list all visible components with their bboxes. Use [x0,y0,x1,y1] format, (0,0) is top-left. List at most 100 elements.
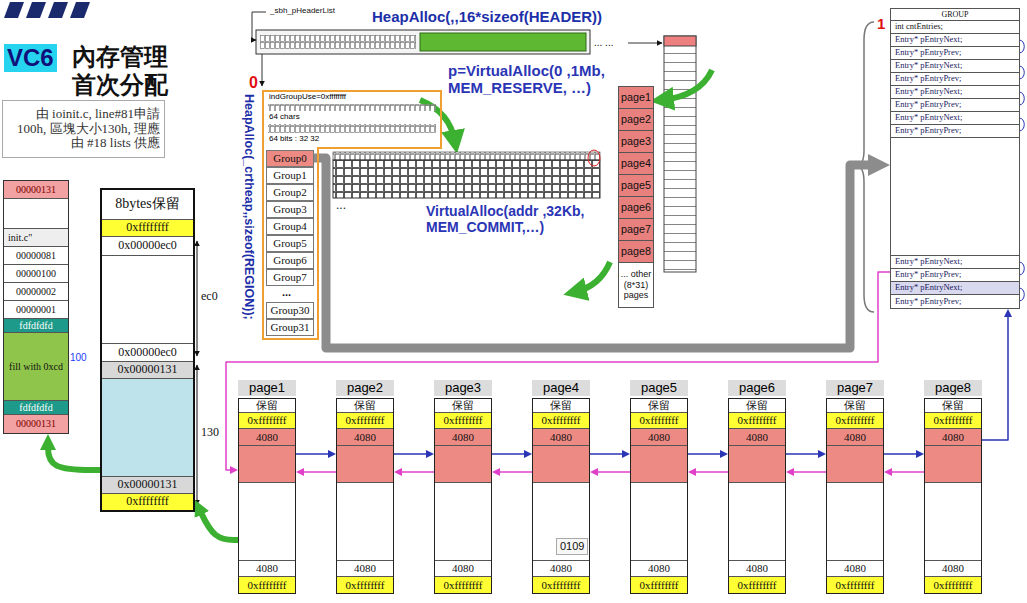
group-struct: GROUPint cntEntries;Entry* pEntryNext;En… [890,8,1020,309]
table-cell: page1 [619,87,653,109]
node-body: 保留0xffffffff408040800xffffffff [336,398,394,594]
blank-cell [239,483,295,561]
node-text: 0xffffffff [639,414,680,427]
region-struct: indGroupUse=0xffffffff64 chars64 bits : … [262,90,442,340]
node-body: Group0 [266,150,314,167]
table-cell: 保留 [337,399,393,413]
blank-cell [337,464,393,483]
version-tag: VC6 [4,44,57,72]
table-cell: fdfdfdfd [4,401,68,415]
node-text: 4080 [255,431,279,444]
table-cell: 0xffffffff [337,577,393,593]
node-text: 0xffffffff [835,414,876,427]
node-body: 保留0xffffffff408040800xffffffff [434,398,492,594]
node-text: 0xffffffff [247,414,288,427]
table-cell: 0xffffffff [337,413,393,429]
node-text: fill with 0xcd [4,361,68,373]
table-cell: 0xffffffff [631,413,687,429]
blank-cell [102,276,193,296]
region-cells [268,104,436,111]
node-text: ... other (8*31) pages [619,269,653,300]
tooltip: 0109 [556,538,588,555]
node-text: Entry* pEntryNext; [894,257,963,267]
table-cell: 4080 [337,429,393,446]
node-body: Group6 [266,252,314,269]
blank-cell [729,464,785,483]
node-text: Entry* pEntryPrev; [894,126,962,136]
blank-cell [435,483,491,561]
table-cell: 0xffffffff [435,413,491,429]
size-label: 130 [201,426,219,440]
table-cell: 00000001 [4,301,68,319]
table-cell: 0xffffffff [533,577,589,593]
page-block: page7保留0xffffffff408040800xffffffff [826,380,884,594]
region-cells [268,124,436,133]
header-array [664,36,696,272]
table-cell: 保留 [729,399,785,413]
node-text: page1 [620,91,652,103]
table-cell: Entry* pEntryPrev; [891,99,1019,112]
table-cell: 4080 [337,561,393,577]
blank-cell [337,483,393,561]
table-cell: Group6 [267,253,313,268]
prev-link [595,471,630,473]
table-cell: page8 [619,241,653,263]
table-cell: Group30 [267,303,313,318]
node-text: page3 [620,135,652,147]
memory-block: 8bytes保留0xffffffff0x00000ec00x00000ec00x… [100,188,195,512]
page-grid [333,160,600,198]
table-cell: int cntEntries; [891,21,1019,34]
node-text: page8 [620,245,652,257]
page-heading: page6 [728,380,786,396]
node-text: 00000081 [15,250,57,262]
table-cell: Group7 [267,270,313,285]
node-text: 0xffffffff [125,221,169,235]
table-cell: 4080 [435,429,491,446]
callout-number: 0 [249,74,258,92]
blank-cell [827,483,883,561]
node-text: page6 [620,201,652,213]
node-text: 4080 [353,562,377,575]
blank-cell [4,199,68,214]
node-body: Group1 [266,167,314,184]
page-heading: page5 [630,380,688,396]
node-text: 00000131 [15,184,57,196]
next-link [394,453,429,455]
node-text: Entry* pEntryPrev; [894,74,962,84]
blank-cell [729,446,785,464]
group-entry: Group31 [266,319,314,336]
table-cell: 0xffffffff [102,494,193,510]
node-text: 0xffffffff [541,579,582,592]
node-body: 保留0xffffffff408040800xffffffff [924,398,982,594]
node-text: Group5 [272,237,308,250]
node-text: 4080 [647,431,671,444]
blank-cell [827,446,883,464]
table-cell: 4080 [827,561,883,577]
table-cell: page5 [619,175,653,197]
node-text: 4080 [843,562,867,575]
page-heading: page7 [826,380,884,396]
node-text: 0xffffffff [835,579,876,592]
node-text: 0x00000131 [117,478,179,492]
header-green-bar [420,33,586,51]
node-body: GROUPint cntEntries;Entry* pEntryNext;En… [890,8,1020,309]
table-cell: 4080 [925,429,981,446]
table-cell: 0x00000ec0 [102,344,193,362]
node-text: Group30 [269,304,310,317]
callout-number: 1 [877,15,885,32]
blank-cell [827,464,883,483]
prev-link [301,471,336,473]
node-text: 保留 [745,399,769,412]
table-cell: Entry* pEntryNext; [891,86,1019,99]
blank-cell [102,256,193,276]
blank-cell [891,138,1019,256]
table-cell: 00000131 [4,415,68,433]
group-entry: Group6 [266,252,314,269]
table-cell: Group4 [267,219,313,234]
table-cell: 0xffffffff [925,577,981,593]
node-text: 4080 [255,562,279,575]
size-bracket [197,241,198,356]
memory-block: 00000131init.c"0000008100000100000000020… [3,180,69,434]
node-body: Group5 [266,235,314,252]
table-cell: 0x00000ec0 [102,237,193,256]
